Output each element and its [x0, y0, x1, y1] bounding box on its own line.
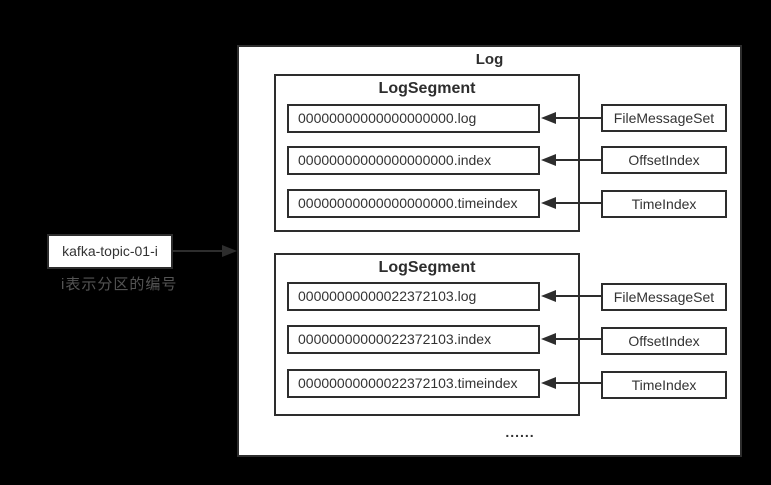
- arrow-left-icon: [541, 154, 556, 166]
- kafka-topic-box: kafka-topic-01-i: [47, 234, 173, 269]
- timeindex-box-1: TimeIndex: [601, 190, 727, 218]
- partition-number-note: i表示分区的编号: [61, 276, 178, 293]
- offsetindex-box-2: OffsetIndex: [601, 327, 727, 355]
- segment2-timeindex-file: 00000000000022372103.timeindex: [287, 369, 540, 398]
- log-title: Log: [475, 51, 504, 68]
- arrow-left-icon: [541, 377, 556, 389]
- arrow-line: [556, 159, 601, 161]
- arrow-line: [173, 250, 223, 252]
- offsetindex-box-1: OffsetIndex: [601, 146, 727, 174]
- arrow-left-icon: [541, 333, 556, 345]
- arrow-left-icon: [541, 290, 556, 302]
- arrow-line: [556, 338, 601, 340]
- arrow-line: [556, 382, 601, 384]
- segment1-index-file: 00000000000000000000.index: [287, 146, 540, 175]
- arrow-line: [556, 202, 601, 204]
- log-segment-1-title: LogSegment: [378, 80, 476, 97]
- segment1-log-file: 00000000000000000000.log: [287, 104, 540, 133]
- arrow-right-icon: [222, 245, 237, 257]
- arrow-line: [556, 117, 601, 119]
- filemessageset-box-1: FileMessageSet: [601, 104, 727, 132]
- log-segment-2-title: LogSegment: [378, 259, 476, 276]
- arrow-left-icon: [541, 197, 556, 209]
- more-segments-ellipsis: ......: [505, 424, 535, 440]
- filemessageset-box-2: FileMessageSet: [601, 283, 727, 311]
- timeindex-box-2: TimeIndex: [601, 371, 727, 399]
- arrow-line: [556, 295, 601, 297]
- segment1-timeindex-file: 00000000000000000000.timeindex: [287, 189, 540, 218]
- segment2-index-file: 00000000000022372103.index: [287, 325, 540, 354]
- arrow-left-icon: [541, 112, 556, 124]
- segment2-log-file: 00000000000022372103.log: [287, 282, 540, 311]
